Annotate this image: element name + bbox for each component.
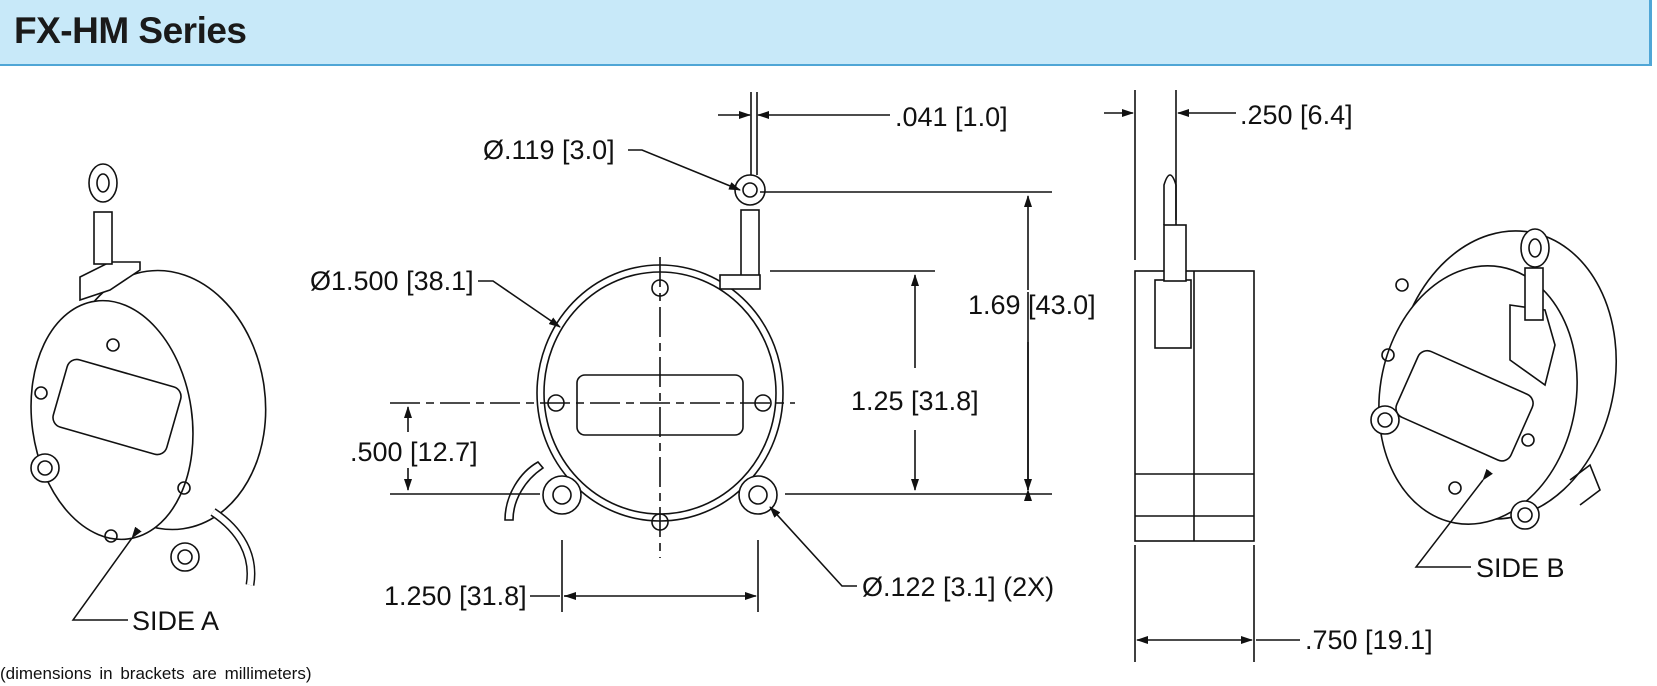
dim-mount-hole-dia: Ø.122 [3.1] (2X) — [862, 572, 1054, 602]
side-b-leader — [1414, 468, 1493, 568]
side-dim-lines — [1104, 90, 1300, 662]
side-b-view — [1370, 228, 1618, 530]
dim-body-height: 1.25 [31.8] — [851, 386, 979, 416]
dim-eyelet-hole-dia: Ø.119 [3.0] — [483, 135, 615, 165]
header-bar: FX-HM Series — [0, 0, 1652, 66]
dim-side-offset: .250 [6.4] — [1240, 100, 1353, 130]
dim-mount-offset: .500 [12.7] — [350, 437, 478, 467]
dim-mount-spacing: 1.250 [31.8] — [384, 581, 527, 611]
units-footnote: (dimensions in brackets are millimeters) — [0, 664, 312, 683]
front-dim-lines — [390, 92, 1052, 612]
side-a-leader — [71, 526, 142, 621]
dim-housing-dia: Ø1.500 [38.1] — [310, 266, 474, 296]
dim-cable-thickness: .041 [1.0] — [895, 102, 1008, 132]
side-b-label: SIDE B — [1476, 553, 1565, 583]
dim-overall-height: 1.69 [43.0] — [968, 290, 1096, 320]
side-view — [1134, 174, 1255, 542]
side-a-label: SIDE A — [132, 606, 219, 636]
dim-depth: .750 [19.1] — [1305, 625, 1433, 655]
side-a-view — [30, 163, 267, 586]
front-view — [390, 174, 795, 558]
page-title: FX-HM Series — [14, 10, 247, 51]
